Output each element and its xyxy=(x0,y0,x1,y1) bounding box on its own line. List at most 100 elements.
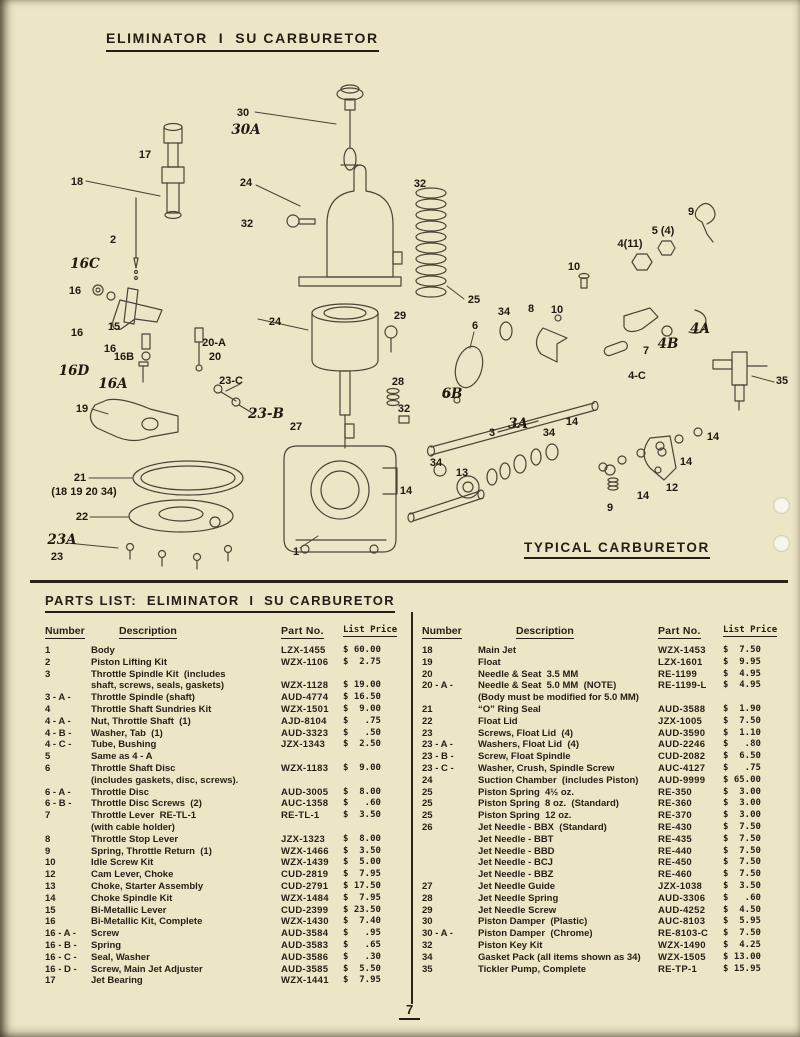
diagram-callout: 16 xyxy=(68,285,82,297)
cell-partno: AUD-4774 xyxy=(281,692,329,704)
cell-partno: RE-435 xyxy=(658,833,693,845)
table-row: (includes gaskets, disc, screws). xyxy=(45,775,405,787)
cell-description: Jet Needle - BBZ xyxy=(478,869,554,881)
cell-number: 10 xyxy=(45,857,56,869)
diagram-callout: 23 xyxy=(50,551,64,563)
cell-number: 32 xyxy=(422,939,433,951)
diagram-callout: 23-B xyxy=(248,406,284,422)
diagram-callout: 14 xyxy=(636,490,650,502)
cell-description: “O” Ring Seal xyxy=(478,703,541,715)
section-divider xyxy=(30,580,788,583)
diagram-callout: 22 xyxy=(75,511,89,523)
diagram-callout: 10 xyxy=(567,261,581,273)
cell-number: 3 - A - xyxy=(45,692,71,704)
diagram-caption: TYPICAL CARBURETOR xyxy=(524,540,710,559)
cell-number: 34 xyxy=(422,951,433,963)
diagram-callout: 32 xyxy=(397,403,411,415)
cell-number: 8 xyxy=(45,833,51,845)
cell-partno: WZX-1453 xyxy=(658,645,706,656)
cell-number: 7 xyxy=(45,810,51,822)
diagram-callout: 9 xyxy=(687,206,695,218)
diagram-callout: 3A xyxy=(508,416,528,432)
table-row: 30 - A -Piston Damper (Chrome)RE-8103-C$… xyxy=(422,928,788,940)
cell-number xyxy=(422,869,478,881)
cell-number: 29 xyxy=(422,904,433,916)
cell-description: Nut, Throttle Shaft (1) xyxy=(91,715,191,727)
cell-partno: AUD-3005 xyxy=(281,786,329,798)
cell-number: 22 xyxy=(422,715,433,727)
cell-partno: WZX-1505 xyxy=(658,951,706,963)
cell-number: 6 xyxy=(45,762,51,774)
cell-price: $ 6.50 xyxy=(723,751,761,762)
cell-price: $ 7.95 xyxy=(343,975,381,986)
cell-price: $ 3.00 xyxy=(723,810,761,821)
cell-description: Washers, Float Lid (4) xyxy=(478,739,579,751)
diagram-callout: 3 xyxy=(488,427,496,439)
cell-partno: AJD-8104 xyxy=(281,715,327,727)
cell-number: 16 - D - xyxy=(45,963,77,975)
header-list-price: List Price xyxy=(343,625,398,637)
cell-number: 4 - B - xyxy=(45,727,72,739)
cell-description: Jet Needle Screw xyxy=(478,904,557,916)
diagram-callout: 30A xyxy=(231,122,261,138)
diagram-callout: 24 xyxy=(268,316,282,328)
cell-partno xyxy=(658,692,723,704)
cell-description: Piston Key Kit xyxy=(478,939,543,951)
cell-number: 25 xyxy=(422,798,433,810)
cell-description: Suction Chamber (includes Piston) xyxy=(478,774,639,786)
diagram-callout: 16 xyxy=(70,327,84,339)
cell-partno: RE-TL-1 xyxy=(281,810,320,822)
cell-description: Jet Needle - BCJ xyxy=(478,857,553,869)
cell-price: $ 17.50 xyxy=(343,880,381,891)
diagram-callout: 34 xyxy=(429,457,443,469)
cell-description: Float Lid xyxy=(478,715,518,727)
cell-partno: AUD-3583 xyxy=(281,939,329,951)
cell-description: Jet Needle - BBX (Standard) xyxy=(478,821,607,833)
cell-partno: RE-370 xyxy=(658,810,693,822)
cell-description: Throttle Stop Lever xyxy=(91,833,179,845)
cell-number: 6 - A - xyxy=(45,786,71,798)
cell-partno: CUD-2082 xyxy=(658,751,706,763)
cell-price: $ 4.95 xyxy=(723,680,761,691)
cell-description: Needle & Seat 3.5 MM xyxy=(478,668,579,680)
diagram-callout: 10 xyxy=(550,304,564,316)
table-row: 3 - A -Throttle Spindle (shaft)AUD-4774$… xyxy=(45,692,405,704)
cell-description: Body xyxy=(91,645,115,656)
cell-partno: AUD-4252 xyxy=(658,904,706,916)
cell-description: Bi-Metallic Kit, Complete xyxy=(91,916,203,928)
diagram-callout: 14 xyxy=(679,456,693,468)
cell-partno: RE-1199 xyxy=(658,668,698,680)
cell-partno: JZX-1038 xyxy=(658,880,703,892)
cell-description: Throttle Shaft Disc xyxy=(91,762,176,774)
table-row: (Body must be modified for 5.0 MM) xyxy=(422,692,788,704)
diagram-callout: 16B xyxy=(113,351,135,363)
punch-hole xyxy=(773,535,790,552)
cell-number: 13 xyxy=(45,880,56,892)
diagram-callout: 16 xyxy=(103,343,117,355)
cell-partno: AUD-3590 xyxy=(658,727,706,739)
cell-number: 26 xyxy=(422,821,433,833)
cell-price: $ .60 xyxy=(343,798,381,809)
diagram-callout: 14 xyxy=(565,416,579,428)
header-part-no: Part No. xyxy=(658,625,701,639)
cell-description: Tube, Bushing xyxy=(91,739,157,751)
cell-number: 3 xyxy=(45,668,51,680)
cell-description: Throttle Lever RE-TL-1 xyxy=(91,810,197,822)
cell-description: Screw xyxy=(91,928,119,940)
cell-price: $ 60.00 xyxy=(343,645,381,655)
